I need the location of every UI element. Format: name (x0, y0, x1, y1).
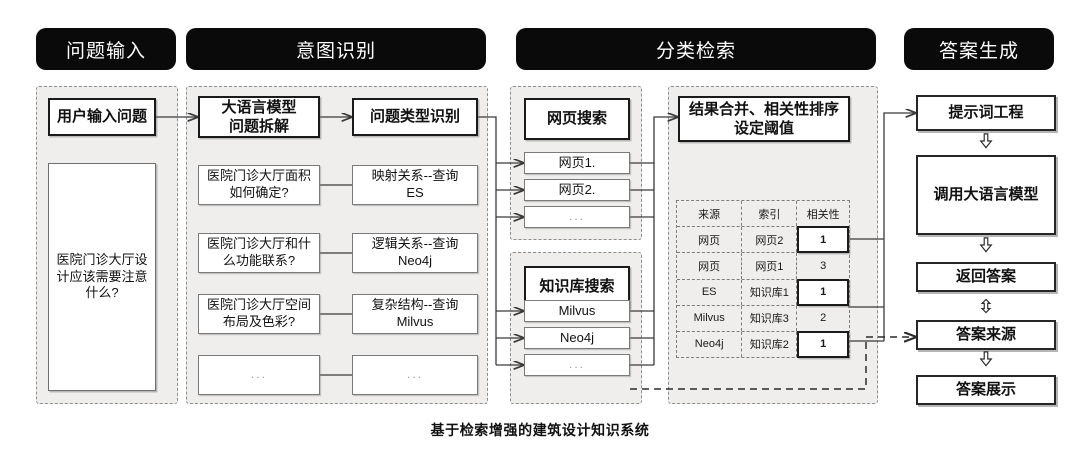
relevance-cell: 网页2 (742, 227, 798, 253)
relevance-cell: Milvus (677, 305, 743, 331)
down-arrow-icon-2 (979, 237, 993, 253)
node-answer-step-3: 返回答案 (916, 262, 1056, 292)
node-answer-step-2: 调用大语言模型 (916, 155, 1056, 235)
stage-header-intent: 意图识别 (186, 28, 486, 70)
node-answer-step-1: 提示词工程 (916, 95, 1056, 131)
node-user-question-text: 医院门诊大厅设计应该需要注意什么? (48, 163, 156, 391)
relevance-cell: ES (677, 279, 743, 305)
node-web-search-title: 网页搜索 (524, 98, 630, 140)
relevance-cell: 知识库1 (742, 279, 798, 305)
relevance-score-highlighted: 1 (797, 330, 849, 359)
node-type-result-1: 映射关系--查询 ES (352, 165, 478, 205)
down-arrow-icon-3 (979, 351, 993, 367)
relevance-table-row: 网页网页1 3 (677, 253, 849, 280)
node-sub-question-4: ... (198, 355, 320, 395)
relevance-table-header-1: 索引 (742, 201, 798, 227)
relevance-table-header-0: 来源 (677, 201, 743, 227)
node-kb-result-2: Neo4j (524, 327, 630, 349)
relevance-cell: Neo4j (677, 331, 743, 358)
relevance-cell: 网页 (677, 227, 743, 253)
node-user-question-title: 用户输入问题 (48, 98, 156, 136)
relevance-cell: 网页 (677, 253, 743, 279)
stage-header-retrieval: 分类检索 (516, 28, 876, 70)
node-web-result-2: 网页2. (524, 179, 630, 201)
stage-header-input-label: 问题输入 (65, 40, 146, 62)
node-question-type: 问题类型识别 (352, 98, 478, 136)
node-llm-decompose: 大语言模型 问题拆解 (198, 96, 320, 138)
node-sub-question-2: 医院门诊大厅和什么功能联系? (198, 233, 320, 273)
relevance-cell: 知识库2 (742, 331, 798, 358)
node-sub-question-1: 医院门诊大厅面积如何确定? (198, 165, 320, 205)
stage-header-intent-label: 意图识别 (295, 40, 376, 62)
node-kb-result-3: ... (524, 354, 630, 376)
node-merge-rank: 结果合并、相关性排序 设定阈值 (678, 96, 850, 142)
node-answer-step-4: 答案来源 (916, 320, 1056, 350)
node-type-result-3: 复杂结构--查询 Milvus (352, 294, 478, 334)
relevance-score-highlighted: 1 (797, 278, 849, 306)
up-down-arrow-icon (980, 298, 992, 314)
stage-header-answer: 答案生成 (904, 28, 1054, 70)
stage-header-retrieval-label: 分类检索 (655, 40, 736, 62)
node-type-result-2: 逻辑关系--查询 Neo4j (352, 233, 478, 273)
stage-header-answer-label: 答案生成 (938, 40, 1019, 62)
node-sub-question-3: 医院门诊大厅空间布局及色彩? (198, 294, 320, 334)
figure-caption: 基于检索增强的建筑设计知识系统 (430, 422, 650, 438)
relevance-cell: 2 (820, 312, 827, 325)
relevance-cell: 网页1 (742, 253, 798, 279)
node-answer-step-5: 答案展示 (916, 375, 1056, 405)
stage-header-input: 问题输入 (36, 28, 176, 70)
relevance-score-highlighted: 1 (797, 226, 849, 254)
relevance-cell: 知识库3 (742, 305, 798, 331)
relevance-table-header-row: 来源索引相关性 (677, 201, 849, 228)
node-type-result-4: ... (352, 355, 478, 395)
down-arrow-icon-1 (979, 133, 993, 149)
node-web-result-1: 网页1. (524, 152, 630, 174)
node-web-result-3: ... (524, 206, 630, 228)
relevance-table-header-2: 相关性 (806, 208, 840, 221)
relevance-cell: 3 (820, 259, 827, 272)
node-kb-result-1: Milvus (524, 300, 630, 322)
